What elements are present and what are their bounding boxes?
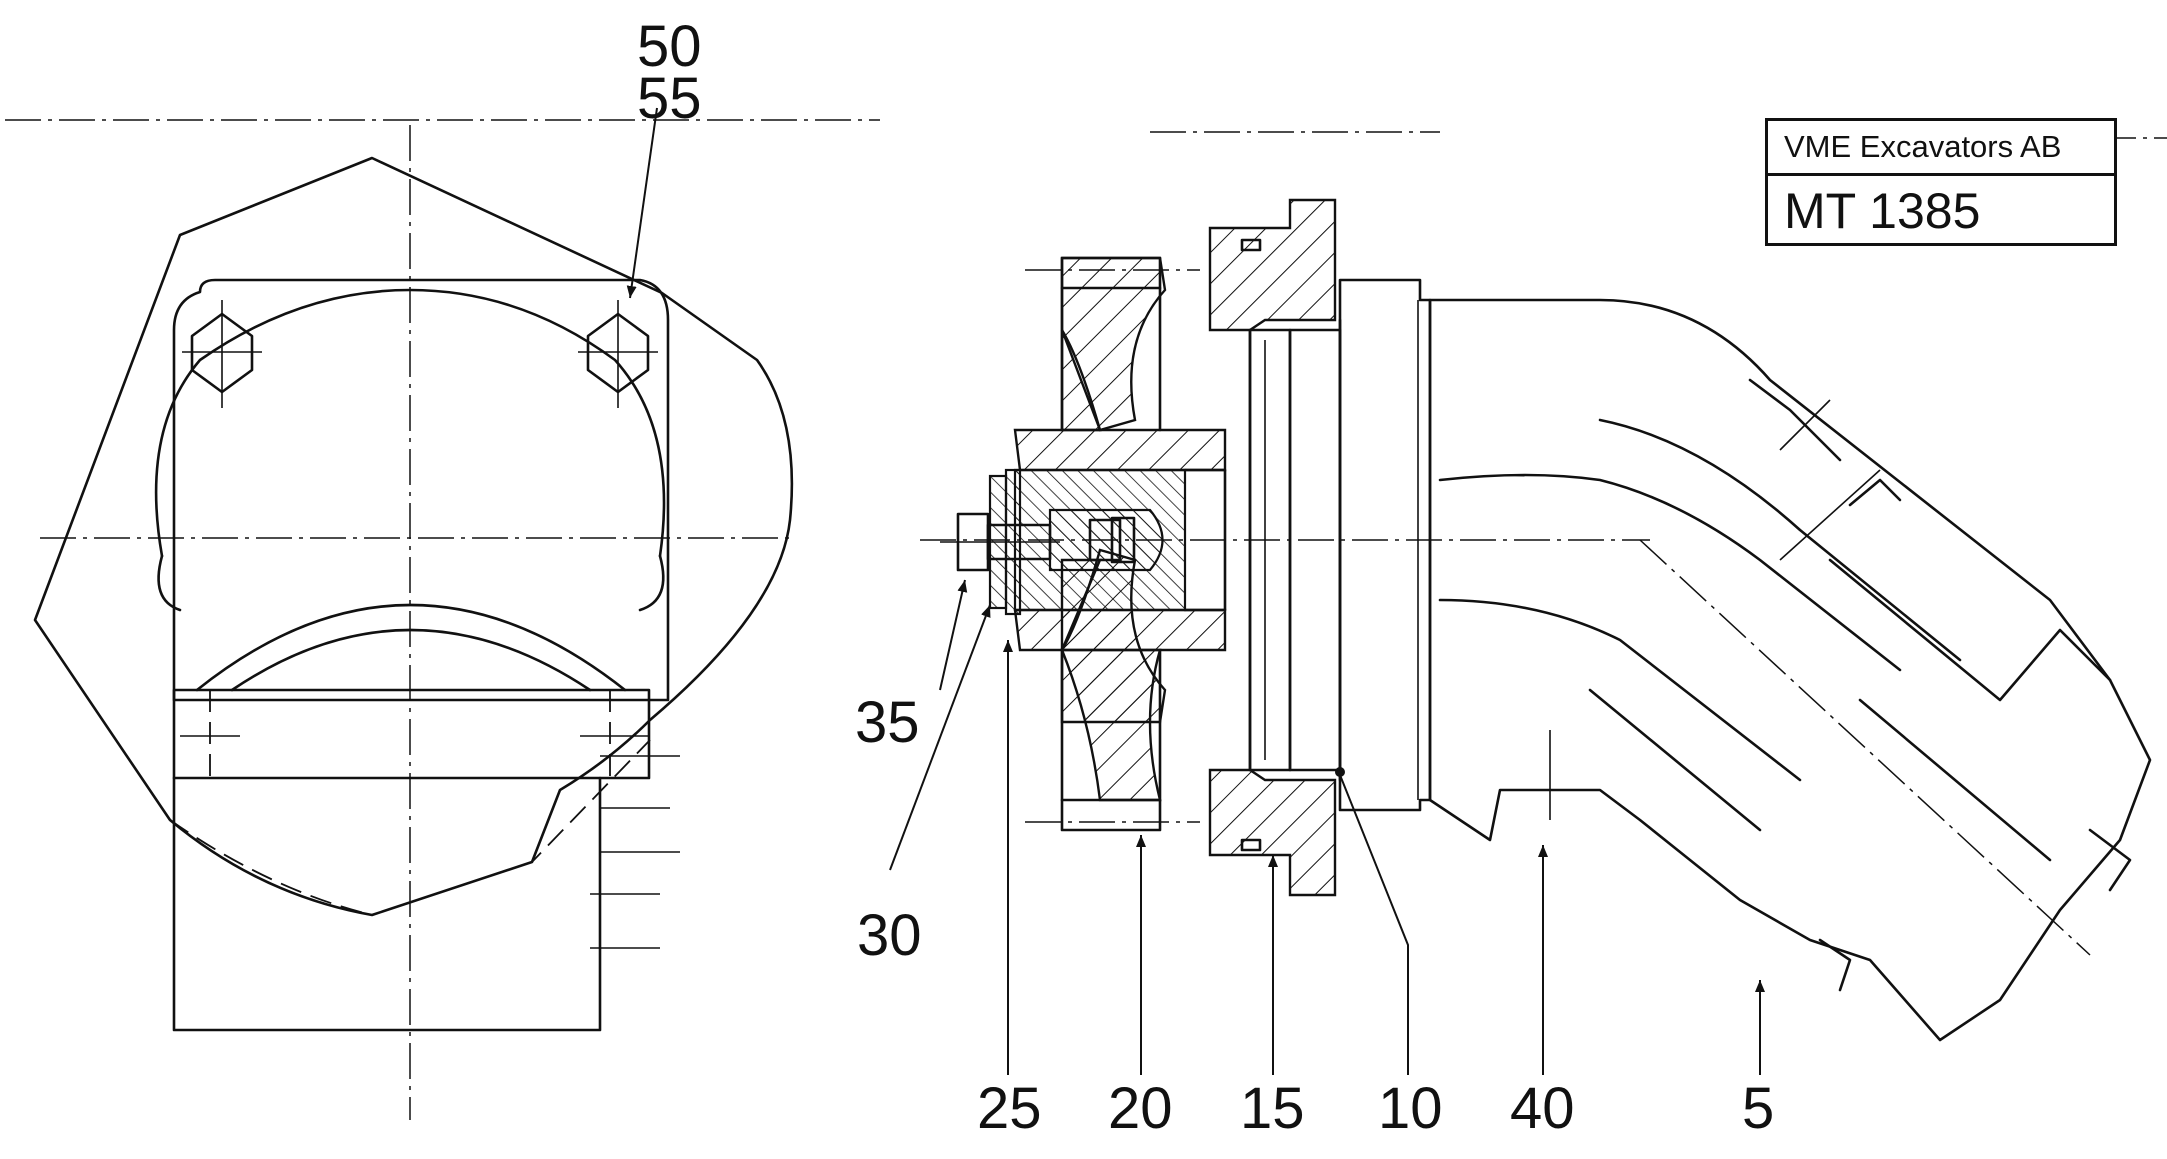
end-view — [33, 125, 794, 1120]
callout-30: 30 — [857, 903, 922, 968]
bolt-hex-right — [578, 300, 658, 408]
bolt-hex-left — [182, 300, 262, 408]
section-view: 50 55 35 30 25 20 15 10 40 5 — [626, 14, 2152, 1141]
bearing-ring — [1248, 328, 1342, 772]
callout-20: 20 — [1108, 1076, 1173, 1141]
title-block: VME Excavators AB MT 1385 — [1765, 118, 2117, 246]
pedestal — [172, 776, 602, 1032]
callout-5: 5 — [1742, 1076, 1774, 1141]
end-bolt — [940, 468, 1060, 616]
mounting-flange — [1208, 198, 1342, 897]
callout-35: 35 — [855, 690, 920, 755]
callout-55: 55 — [637, 66, 702, 131]
angled-axis-centerline — [1639, 539, 2091, 956]
callout-25: 25 — [977, 1076, 1042, 1141]
callout-labels: 50 55 35 30 25 20 15 10 40 5 — [637, 14, 1774, 1141]
document-number: MT 1385 — [1784, 183, 1981, 239]
end-view-housing-outline — [33, 156, 794, 917]
callout-50: 50 — [637, 14, 702, 79]
shaft-hub — [1013, 468, 1227, 612]
callout-10: 10 — [1378, 1076, 1443, 1141]
motor-housing — [1335, 278, 2152, 1042]
mounting-band — [172, 688, 651, 780]
callout-40: 40 — [1510, 1076, 1575, 1141]
end-view-hidden-contour — [169, 739, 651, 916]
inner-arc-inner — [230, 628, 592, 692]
flange-plate — [172, 278, 670, 702]
side-ticks — [590, 755, 680, 949]
leaders — [626, 107, 1765, 1075]
company-name: VME Excavators AB — [1768, 121, 2114, 176]
inner-arc-outer — [195, 603, 627, 692]
angled-body-outline — [1428, 298, 2152, 1042]
callout-15: 15 — [1240, 1076, 1305, 1141]
